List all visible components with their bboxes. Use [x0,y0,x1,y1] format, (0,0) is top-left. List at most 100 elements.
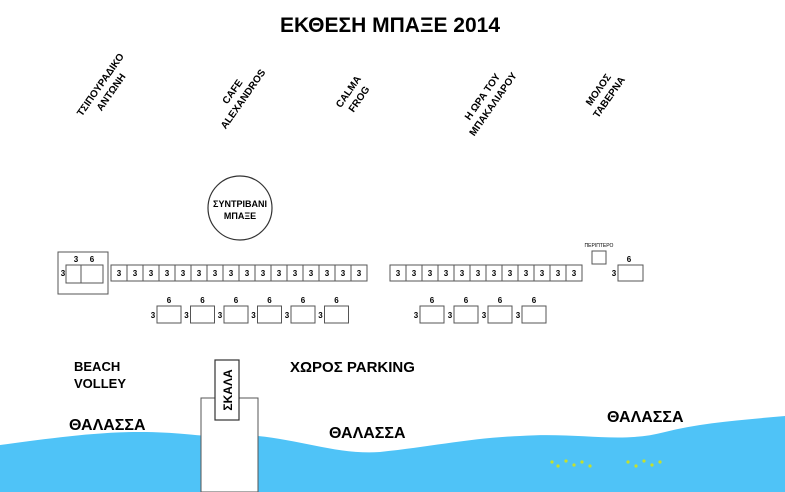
sea-label: ΘΑΛΑΣΣΑ [607,409,684,426]
sea-speckle [626,460,630,464]
stall-size-label: 3 [245,269,250,278]
stall-large[interactable] [453,305,479,324]
business-cafe-alexandros: CAFE ALEXANDROS [219,67,268,131]
stall-size-label: 3 [181,269,186,278]
stall-size-label: 3 [492,269,497,278]
stall-size-label: 3 [516,311,521,320]
sea-speckle [550,460,554,464]
fountain-label-line1: ΣΥΝΤΡΙΒΑΝΙ [213,199,267,209]
business-molos-taverna: ΜΟΛΟΣ ΤΑΒΕΡΝΑ [584,72,628,120]
stall-size-label: 6 [234,296,239,305]
stall-size-label: 6 [167,296,172,305]
stall-size-label: 3 [540,269,545,278]
stall-size-label: 3 [508,269,513,278]
stall-size-label: 3 [476,269,481,278]
stall-size-label: 3 [133,269,138,278]
sea-speckle [580,460,584,464]
stall-size-label: 3 [151,311,156,320]
stall-size-label: 3 [117,269,122,278]
beach-volley-label-line1: BEACH [74,359,120,374]
sea-speckle [658,460,662,464]
stall-size-label: 3 [309,269,314,278]
stall-size-label: 3 [285,311,290,320]
stall-size-label: 3 [61,269,66,278]
stall-size-label: 3 [325,269,330,278]
stall-size-label: 6 [532,296,537,305]
stall-size-label: 3 [318,311,323,320]
business-ora-bakaliarou: Η ΩΡΑ ΤΟΥ ΜΠΑΚΑΛΙΑΡΟΥ [463,71,520,139]
stall-size-label: 3 [74,255,79,264]
corner-stall[interactable] [80,264,104,284]
stall-size-label: 6 [334,296,339,305]
stall-small[interactable] [350,264,368,282]
sea-label: ΘΑΛΑΣΣΑ [69,417,146,434]
stall-size-label: 3 [396,269,401,278]
stall-size-label: 3 [556,269,561,278]
stall-size-label: 3 [428,269,433,278]
sea-speckle [634,464,638,468]
stall-size-label: 3 [412,269,417,278]
business-calma-frog: CALMA FROG [334,74,372,114]
sea-speckles [550,459,662,468]
stall-small[interactable] [565,264,583,282]
stall-size-label: 3 [524,269,529,278]
stall-size-label: 3 [482,311,487,320]
stall-size-label: 6 [498,296,503,305]
stall-size-label: 3 [213,269,218,278]
stall-size-label: 3 [165,269,170,278]
stall-size-label: 6 [267,296,272,305]
stall-size-label: 3 [218,311,223,320]
stall-large[interactable] [156,305,182,324]
stall-size-label: 3 [184,311,189,320]
stall-size-label: 6 [627,255,632,264]
stall-size-label: 6 [301,296,306,305]
stall-large[interactable] [521,305,547,324]
stall-size-label: 3 [448,311,453,320]
stall-size-label: 3 [277,269,282,278]
stall-size-label: 6 [200,296,205,305]
sea-speckle [642,459,646,463]
stall-row-1-right: 3 3 3 3 3 3 3 3 3 3 3 3 [389,264,583,282]
kiosk[interactable] [591,250,607,265]
stall-size-label: 6 [430,296,435,305]
stall-large[interactable] [190,305,215,324]
sea-speckle [564,459,568,463]
stall-size-label: 3 [414,311,419,320]
sea-area [0,416,785,492]
corner-stall[interactable] [65,264,82,284]
sea-label: ΘΑΛΑΣΣΑ [329,425,406,442]
stall-size-label: 3 [444,269,449,278]
stall-large[interactable] [290,305,316,324]
stall-size-label: 3 [197,269,202,278]
stall-row-2-right: 3 6 3 6 3 6 3 6 [414,296,547,324]
stall-size-label: 3 [293,269,298,278]
sea-speckle [588,464,592,468]
stall-size-label: 3 [149,269,154,278]
stall-row-2-left: 3 6 3 6 3 6 3 6 3 6 3 6 [151,296,349,324]
stall-large[interactable] [257,305,282,324]
sea-speckle [572,463,576,467]
sea-speckle [650,463,654,467]
stall-size-label: 3 [460,269,465,278]
parking-label: ΧΩΡΟΣ PARKING [290,359,415,376]
map-title: ΕΚΘΕΣΗ ΜΠΑΞΕ 2014 [280,14,500,37]
sea-speckle [556,464,560,468]
stall-size-label: 6 [464,296,469,305]
stairs-label: ΣΚΑΛΑ [221,369,235,411]
stall-size-label: 3 [261,269,266,278]
stall-large[interactable] [324,305,349,324]
stairs [214,359,240,421]
kiosk-label: ΠΕΡΙΠΤΕΡΟ [585,243,614,249]
stall-large[interactable] [223,305,249,324]
stall-size-label: 3 [572,269,577,278]
stall-large[interactable] [419,305,445,324]
stall-large[interactable] [617,264,644,282]
business-tsipouradiko: ΤΣΙΠΟΥΡΑΔΙΚΟ ΑΝΤΩΝΗ [75,52,128,119]
stall-size-label: 3 [357,269,362,278]
beach-volley-label-line2: VOLLEY [74,376,126,391]
stall-large[interactable] [487,305,513,324]
stall-size-label: 3 [251,311,256,320]
